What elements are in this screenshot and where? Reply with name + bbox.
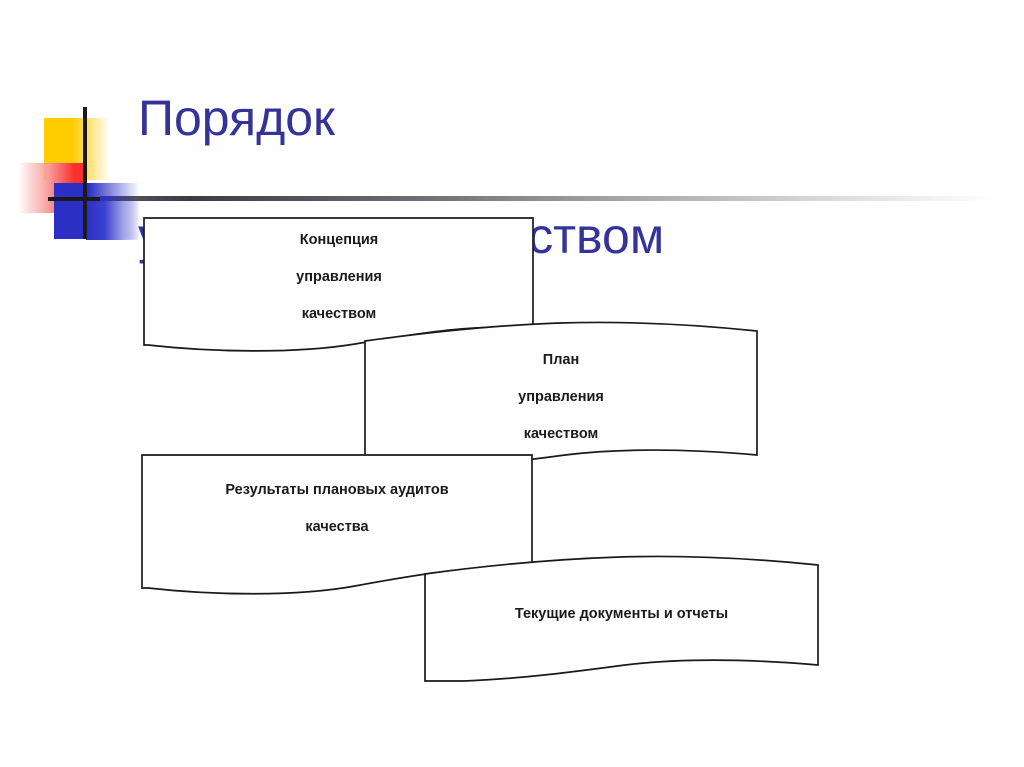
diagram-label-audit-results-line-2: качества (305, 518, 369, 535)
diagram-label-audit-results: Результаты плановых аудитов качества (142, 472, 532, 546)
logo-vertical-bar-icon (83, 107, 87, 239)
diagram-label-current-documents: Текущие документы и отчеты (425, 596, 818, 633)
diagram-shape-current-documents[interactable] (424, 555, 819, 682)
diagram-label-plan: План управления качеством (365, 342, 757, 453)
diagram-label-plan-line-2: управления (518, 388, 604, 405)
diagram-label-current-documents-line-1: Текущие документы и отчеты (514, 606, 729, 622)
slide-title-line-1: Порядок (138, 90, 335, 146)
diagram-label-plan-line-1: План (542, 352, 580, 368)
diagram-label-concept-line-3: качеством (301, 305, 377, 322)
diagram-label-audit-results-line-1: Результаты плановых аудитов (225, 482, 449, 498)
diagram-label-concept: Концепция управления качеством (144, 222, 534, 333)
diagram-label-concept-line-2: управления (296, 268, 382, 285)
logo-blue-square-secondary (86, 200, 140, 240)
title-rule (100, 196, 995, 201)
diagram-label-concept-line-1: Концепция (299, 232, 379, 248)
diagram-label-plan-line-3: качеством (523, 425, 599, 442)
